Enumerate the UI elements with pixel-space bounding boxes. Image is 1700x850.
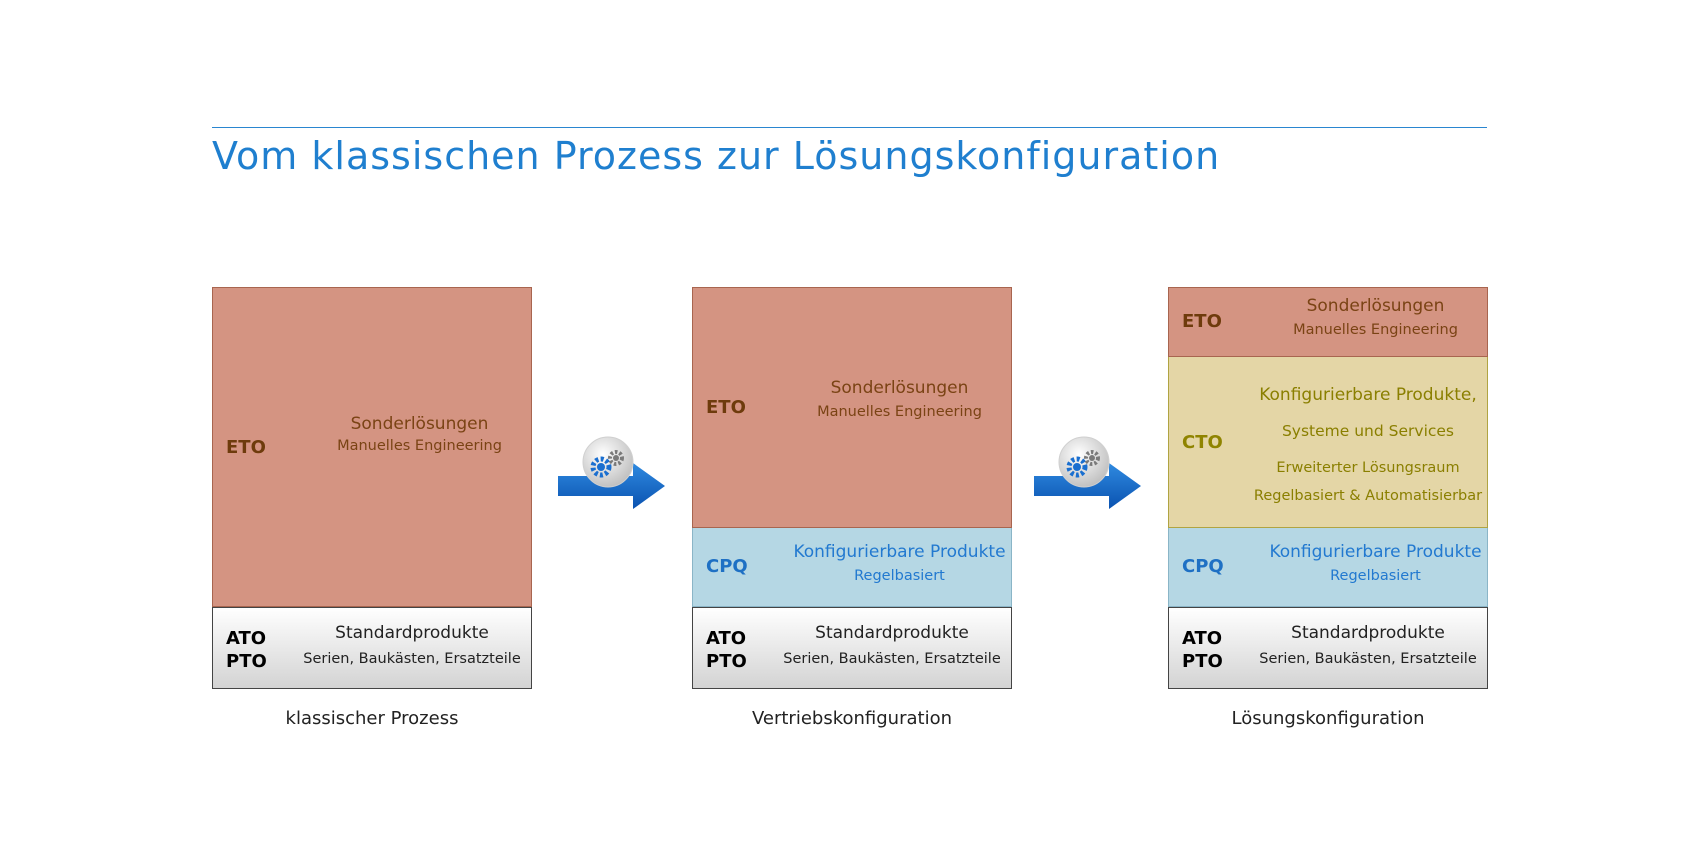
eto-block: ETO Sonderlösungen Manuelles Engineering (1168, 287, 1488, 357)
page-title: Vom klassischen Prozess zur Lösungskonfi… (212, 134, 1221, 178)
eto-subtitle: Manuelles Engineering (337, 438, 502, 454)
cto-subtitle-1: Erweiterter Lösungsraum (1276, 460, 1460, 476)
cto-title-2: Systeme und Services (1281, 422, 1455, 440)
eto-code: ETO (1182, 311, 1222, 332)
cpq-code: CPQ (706, 556, 748, 577)
std-subtitle: Serien, Baukästen, Ersatzteile (303, 651, 521, 667)
eto-block: ETO Sonderlösungen Manuelles Engineering (212, 287, 532, 607)
std-text: Standardprodukte Serien, Baukästen, Ersa… (293, 618, 531, 670)
cpq-text: Konfigurierbare Produkte Regelbasiert (788, 539, 1011, 587)
std-codes: ATO PTO (706, 627, 747, 673)
cpq-subtitle: Regelbasiert (854, 568, 945, 584)
cto-subtitle-2: Regelbasiert & Automatisierbar (1253, 488, 1483, 504)
eto-text: Sonderlösungen Manuelles Engineering (308, 413, 531, 457)
std-codes: ATO PTO (1182, 627, 1223, 673)
std-text: Standardprodukte Serien, Baukästen, Ersa… (773, 618, 1011, 670)
std-title: Standardprodukte (335, 623, 489, 643)
std-block: ATO PTO Standardprodukte Serien, Baukäst… (212, 607, 532, 689)
panel-klassischer-prozess: ETO Sonderlösungen Manuelles Engineering… (212, 287, 532, 689)
pto-code: PTO (1182, 651, 1223, 672)
caption-klassischer-prozess: klassischer Prozess (285, 708, 459, 729)
cpq-code: CPQ (1182, 556, 1224, 577)
cpq-title: Konfigurierbare Produkte (793, 542, 1006, 562)
panel-loesungskonfiguration: ETO Sonderlösungen Manuelles Engineering… (1168, 287, 1488, 689)
eto-text: Sonderlösungen Manuelles Engineering (788, 375, 1011, 423)
cpq-block: CPQ Konfigurierbare Produkte Regelbasier… (1168, 528, 1488, 607)
cpq-text: Konfigurierbare Produkte Regelbasiert (1264, 539, 1487, 587)
std-title: Standardprodukte (1291, 623, 1445, 643)
cto-block: CTO Konfigurierbare Produkte, Systeme un… (1168, 357, 1488, 528)
eto-subtitle: Manuelles Engineering (817, 404, 982, 420)
std-text: Standardprodukte Serien, Baukästen, Ersa… (1249, 618, 1487, 670)
gears-arrow-icon (1034, 436, 1141, 509)
pto-code: PTO (706, 651, 747, 672)
std-block: ATO PTO Standardprodukte Serien, Baukäst… (692, 607, 1012, 689)
eto-subtitle: Manuelles Engineering (1293, 322, 1458, 338)
caption-loesungskonfiguration: Lösungskonfiguration (1231, 708, 1425, 729)
cpq-title: Konfigurierbare Produkte (1269, 542, 1482, 562)
eto-title: Sonderlösungen (350, 414, 489, 434)
eto-code: ETO (706, 397, 746, 418)
eto-title: Sonderlösungen (1306, 296, 1445, 316)
eto-code: ETO (226, 437, 266, 458)
ato-code: ATO (706, 628, 747, 649)
std-subtitle: Serien, Baukästen, Ersatzteile (1259, 651, 1477, 667)
cpq-block: CPQ Konfigurierbare Produkte Regelbasier… (692, 528, 1012, 607)
eto-block: ETO Sonderlösungen Manuelles Engineering (692, 287, 1012, 528)
cto-code: CTO (1182, 432, 1223, 453)
cpq-subtitle: Regelbasiert (1330, 568, 1421, 584)
ato-code: ATO (1182, 628, 1223, 649)
title-rule (212, 127, 1487, 128)
eto-text: Sonderlösungen Manuelles Engineering (1264, 293, 1487, 341)
caption-vertriebskonfiguration: Vertriebskonfiguration (751, 708, 952, 729)
panel-vertriebskonfiguration: ETO Sonderlösungen Manuelles Engineering… (692, 287, 1012, 689)
ato-code: ATO (226, 628, 267, 649)
cto-title-1: Konfigurierbare Produkte, (1259, 385, 1477, 405)
pto-code: PTO (226, 651, 267, 672)
std-title: Standardprodukte (815, 623, 969, 643)
eto-title: Sonderlösungen (830, 378, 969, 398)
cto-text: Konfigurierbare Produkte, Systeme und Se… (1249, 377, 1487, 509)
std-subtitle: Serien, Baukästen, Ersatzteile (783, 651, 1001, 667)
std-codes: ATO PTO (226, 627, 267, 673)
std-block: ATO PTO Standardprodukte Serien, Baukäst… (1168, 607, 1488, 689)
gears-arrow-icon (558, 436, 665, 509)
